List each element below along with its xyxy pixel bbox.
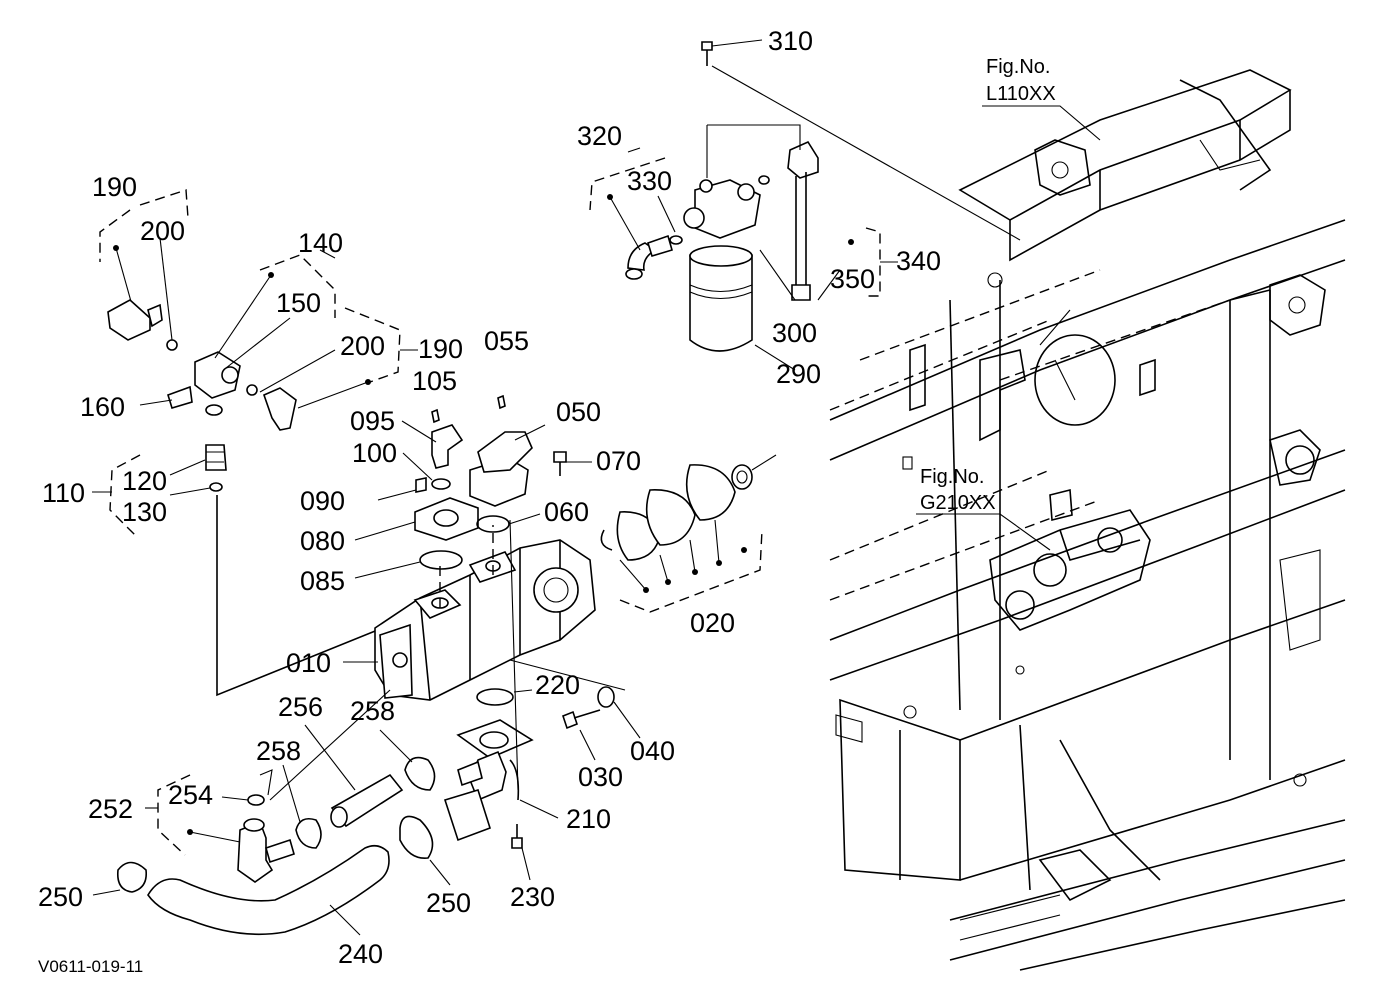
diagram-code: V0611-019-11 [38,957,143,976]
callout-085: 085 [300,566,345,596]
callout-060: 060 [544,497,589,527]
callout-105: 105 [412,366,457,396]
callout-120: 120 [122,466,167,496]
callout-254: 254 [168,780,213,810]
callout-090: 090 [300,486,345,516]
callout-310: 310 [768,26,813,56]
suction-hose-assembly [92,519,559,936]
callout-190-upper: 190 [92,172,137,202]
svg-text:L110XX: L110XX [986,83,1056,105]
callout-050: 050 [556,397,601,427]
callout-110: 110 [42,478,85,508]
callout-200-upper: 200 [140,216,185,246]
callout-055: 055 [484,326,529,356]
callout-258-right: 258 [350,696,395,726]
callout-010: 010 [286,648,331,678]
callout-140: 140 [298,228,343,258]
callout-320: 320 [577,121,622,151]
callout-330: 330 [627,166,672,196]
callout-labels: 310 320 330 340 350 300 290 190 200 140 … [38,26,941,969]
figure-reference-G210XX: Fig.No. G210XX [902,456,1051,551]
callout-250-left: 250 [38,882,83,912]
callout-210: 210 [566,804,611,834]
callout-080: 080 [300,526,345,556]
callout-160: 160 [80,392,125,422]
callout-150: 150 [276,288,321,318]
callout-252: 252 [88,794,133,824]
callout-070: 070 [596,446,641,476]
callout-130: 130 [122,497,167,527]
callout-256: 256 [278,692,323,722]
callout-340: 340 [896,246,941,276]
callout-030: 030 [578,762,623,792]
gasket-set [600,454,777,613]
callout-095: 095 [350,406,395,436]
callout-190-right: 190 [418,334,463,364]
callout-200-right: 200 [340,331,385,361]
hydraulic-pump-assembly [343,394,641,761]
callout-250-mid: 250 [426,888,471,918]
svg-text:G210XX: G210XX [920,492,996,514]
callout-350: 350 [830,264,875,294]
callout-300: 300 [772,318,817,348]
figure-reference-L110XX: Fig.No. L110XX [982,56,1101,141]
callout-230: 230 [510,882,555,912]
pressure-switch-fittings [92,189,418,697]
callout-290: 290 [776,359,821,389]
svg-text:Fig.No.: Fig.No. [986,56,1050,78]
callout-040: 040 [630,736,675,766]
tractor-frame-drawing [829,69,1346,971]
callout-240: 240 [338,939,383,969]
callout-220: 220 [535,670,580,700]
svg-text:Fig.No.: Fig.No. [920,466,984,488]
callout-020: 020 [690,608,735,638]
oil-filter-assembly [589,39,1021,371]
callout-258-left: 258 [256,736,301,766]
callout-100: 100 [352,438,397,468]
